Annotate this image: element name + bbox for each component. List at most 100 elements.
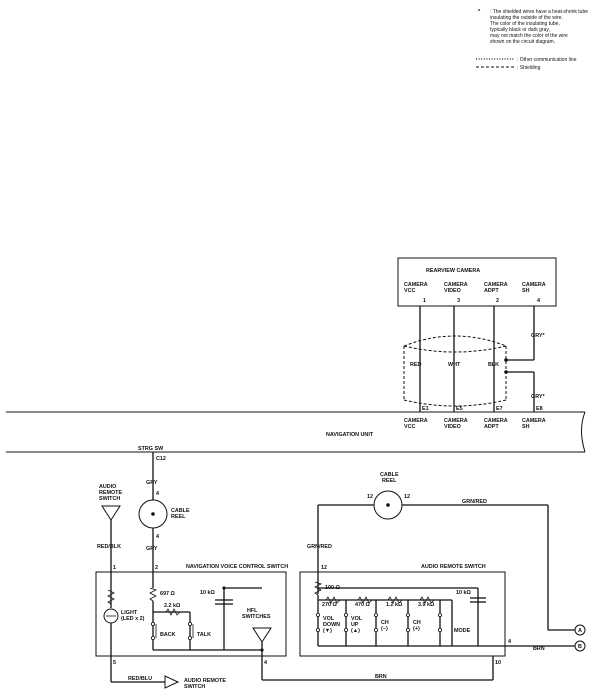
reel-right-pin-right: 12 (404, 494, 410, 500)
led-label: LIGHT (121, 610, 138, 616)
sw-ch-minus-bottom (373, 628, 378, 633)
audio-remote-pin-12: 12 (321, 565, 327, 571)
shield-bottom-arc (403, 399, 507, 407)
sw-ch-plus-top (405, 613, 410, 618)
resistor-2k2 (165, 608, 181, 616)
audio-remote-bottom-label-2: SWITCH (184, 684, 205, 690)
camera-video-label-2: VIDEO (444, 288, 461, 294)
legend: * : The shielded wires have a heat-shrin… (476, 9, 588, 71)
sw-vol-down-label-3: (▼) (323, 628, 332, 634)
sw-vol-down-label: VOL (323, 616, 335, 622)
wire-label-gry-lower: GRY (146, 546, 158, 552)
audio-remote-top-label-3: SWITCH (99, 496, 120, 502)
nav-voice-pin-2: 2 (155, 565, 158, 571)
reel-right-pin-left: 12 (367, 494, 373, 500)
nav-voice-control-switch: NAVIGATION VOICE CONTROL SWITCH 1 2 LIGH… (95, 564, 288, 680)
nav-voice-pin-1: 1 (113, 565, 116, 571)
audio-remote-bottom-triangle (164, 675, 180, 689)
camera-pin-3: 3 (457, 298, 460, 304)
resistor-270 (325, 596, 341, 604)
connector-b-label: B (578, 644, 582, 650)
nav-pin-e8: E8 (536, 406, 543, 412)
hfl-label: HFL (247, 608, 258, 614)
wire-label-gry-bottom: GRY* (531, 394, 545, 400)
resistor-697 (149, 587, 158, 602)
sw-mode-label: MODE (454, 628, 471, 634)
audio-remote-box (299, 571, 506, 657)
camera-pin-4: 4 (537, 298, 540, 304)
camera-vcc-label: CAMERA (404, 282, 428, 288)
hfl-junction (260, 648, 264, 652)
sw-mode-bottom (437, 628, 442, 633)
camera-sh-label: CAMERA (522, 282, 546, 288)
hfl-triangle (252, 627, 272, 643)
audio-remote-pin-4: 4 (508, 639, 511, 645)
sw-ch-minus-top (373, 613, 378, 618)
sw-ch-minus-label: CH (381, 620, 389, 626)
navigation-unit: NAVIGATION UNIT E1 E5 E7 E8 CAMERA VCC C… (6, 406, 586, 453)
strg-pin-c12: C12 (156, 456, 166, 462)
rearview-camera: REARVIEW CAMERA CAMERA VCC CAMERA VIDEO … (397, 257, 557, 412)
talk-switch-bottom (187, 636, 192, 641)
camera-adpt-label-2: ADPT (484, 288, 499, 294)
sw-mode-top (437, 613, 442, 618)
audio-remote-pin-10: 10 (495, 660, 501, 666)
shield-junction (504, 358, 508, 362)
resistor-1k2-label: 1.2 kΩ (386, 602, 403, 608)
legend-note-line-5: may not match the color of the wire (490, 33, 568, 39)
cable-reel-left: C12 GRY 4 CABLE REEL 4 GRY (138, 452, 190, 572)
wire-label-brn-bottom: BRN (375, 674, 387, 680)
legend-note-line-6: shown on the circuit diagram. (490, 39, 555, 45)
camera-pin-2: 2 (496, 298, 499, 304)
audio-remote-switch-box: AUDIO REMOTE SWITCH 12 100 Ω 270 Ω 470 Ω… (299, 564, 586, 666)
resistor-470 (357, 596, 373, 604)
nav-adpt-label: CAMERA (484, 418, 508, 424)
connector-a-label: A (578, 628, 582, 634)
nav-pin-e7: E7 (496, 406, 503, 412)
legend-shielding: : Shielding (517, 65, 541, 71)
wire-label-red: RED (410, 362, 421, 368)
audio-remote-top-label-2: REMOTE (99, 490, 122, 496)
sw-vol-up-label: VOL (351, 616, 363, 622)
sw-vol-down-label-2: DOWN (323, 622, 340, 628)
wire-label-blk: BLK (488, 362, 499, 368)
resistor-470-label: 470 Ω (355, 602, 370, 608)
cable-reel-right-label: CABLE (380, 472, 399, 478)
cable-reel-right: CABLE REEL 12 12 GRN/RED GRN/RED A (307, 472, 586, 636)
camera-adpt-label: CAMERA (484, 282, 508, 288)
camera-vcc-label-2: VCC (404, 288, 415, 294)
wire-label-gry-top: GRY* (531, 333, 545, 339)
sw-vol-down-bottom (315, 628, 320, 633)
arsw-cap-label: 10 kΩ (456, 590, 471, 596)
nav-unit-title: NAVIGATION UNIT (326, 432, 374, 438)
sw-ch-minus-label-2: (−) (381, 626, 388, 632)
nav-voice-box (95, 571, 287, 657)
audio-remote-bottom-label: AUDIO REMOTE (184, 678, 226, 684)
resistor-3k9-label: 3.9 kΩ (418, 602, 435, 608)
cable-reel-left-label-2: REEL (171, 514, 186, 520)
nav-sh-label: CAMERA (522, 418, 546, 424)
cable-reel-right-label-2: REEL (382, 478, 397, 484)
legend-other-comm: : Other communication line (517, 57, 577, 63)
connector-a-circle (574, 624, 586, 636)
back-label: BACK (160, 632, 176, 638)
sw-ch-plus-label-2: (+) (413, 626, 420, 632)
shield-top-arc-2 (403, 345, 507, 353)
talk-label: TALK (197, 632, 211, 638)
back-switch-top (150, 622, 155, 627)
sw-vol-up-label-3: (▲) (351, 628, 360, 634)
camera-pin-1: 1 (423, 298, 426, 304)
cap-junction (222, 586, 226, 590)
audio-remote-box-title: AUDIO REMOTE SWITCH (421, 564, 486, 570)
wire-label-gry-upper: GRY (146, 480, 158, 486)
resistor-1k2 (387, 596, 403, 604)
resistor-3k9 (419, 596, 435, 604)
nav-vcc-label-2: VCC (404, 424, 415, 430)
wire-label-grn-red-right: GRN/RED (462, 499, 487, 505)
connector-b-circle (574, 640, 586, 652)
hfl-label-2: SWITCHES (242, 614, 271, 620)
rearview-camera-box (397, 257, 557, 307)
sw-vol-up-bottom (343, 628, 348, 633)
reel-left-pin-bottom: 4 (156, 534, 159, 540)
camera-video-label: CAMERA (444, 282, 468, 288)
